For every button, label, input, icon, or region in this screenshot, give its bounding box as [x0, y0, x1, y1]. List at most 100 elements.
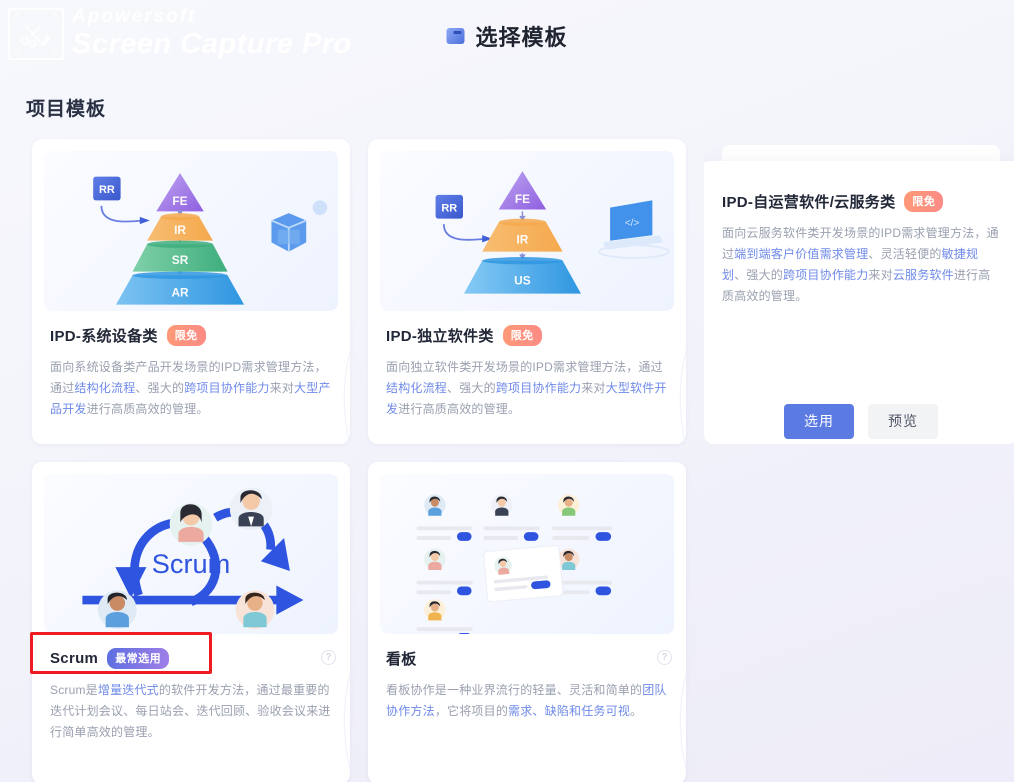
scrum-cycle-illustration: Scrum [82, 487, 304, 630]
desc-fragment: 来对 [269, 381, 295, 395]
avatar [558, 548, 580, 570]
ipd-pyramid-illustration: FE RR IR SR AR [93, 172, 328, 305]
card-badge: 限免 [904, 191, 944, 212]
svg-text:IR: IR [516, 232, 528, 246]
desc-fragment: 大型产品开发 [50, 381, 331, 416]
avatar [424, 599, 446, 621]
template-card-ipd-self-operated-cloud[interactable]: IPD-自运营软件/云服务类 限免 面向云服务软件类开发场景的IPD需求管理方法… [704, 139, 1014, 444]
svg-text:AR: AR [171, 285, 189, 299]
card-badge: 最常选用 [107, 648, 170, 669]
help-icon[interactable]: ? [657, 650, 672, 665]
desc-fragment: 、强大的 [135, 381, 185, 395]
desc-fragment: 跨项目协作能力 [495, 381, 582, 395]
desc-fragment: 云服务软件 [892, 268, 954, 282]
desc-fragment: 、灵活轻便的 [868, 247, 942, 261]
card-header: IPD-自运营软件/云服务类 限免 [722, 191, 1000, 212]
card-thumbnail: Scrum [44, 474, 338, 634]
cube-icon [271, 200, 328, 252]
card-header: IPD-独立软件类 限免 [386, 325, 668, 346]
card-header: 看板 [386, 648, 668, 669]
desc-fragment: 、强大的 [447, 381, 496, 395]
card-description: 看板协作是一种业界流行的轻量、灵活和简单的团队协作方法，它将项目的需求、缺陷和任… [386, 680, 668, 722]
preview-button[interactable]: 预览 [868, 404, 938, 439]
card-title: IPD-系统设备类 [50, 328, 158, 345]
card-badge: 限免 [166, 325, 206, 346]
ipd-pyramid-illustration: FE RR IR US </> [435, 171, 670, 294]
desc-fragment: 面向独立软件类开发场景的IPD需求管理方法，通过 [386, 360, 663, 374]
template-icon [446, 28, 465, 44]
desc-fragment: 团队协作方法 [386, 683, 667, 718]
template-card-kanban[interactable]: ? 看板 看板协作是一种业界流行的轻量、灵活和简单的团队协作方法，它将项目的需求… [368, 462, 686, 782]
card-description: 面向独立软件类开发场景的IPD需求管理方法，通过结构化流程、强大的跨项目协作能力… [386, 357, 668, 420]
desc-fragment: ，它将项目的 [434, 704, 509, 718]
kanban-board-illustration [416, 494, 613, 634]
svg-text:RR: RR [99, 184, 115, 196]
desc-fragment: 看板协作是一种业界流行的轻量、灵活和简单的 [386, 683, 643, 697]
desc-fragment: 来对 [868, 268, 893, 282]
template-card-grid: FE RR IR SR AR [32, 139, 1014, 782]
svg-text:US: US [514, 273, 531, 287]
desc-fragment: 进行高质高效的管理。 [722, 268, 991, 303]
card-actions: 选用 预览 [704, 404, 1014, 439]
avatar [491, 494, 513, 516]
svg-text:Scrum: Scrum [152, 548, 230, 579]
card-description: Scrum是增量迭代式的软件开发方法，通过最重要的迭代计划会议、每日站会、迭代回… [50, 680, 332, 743]
svg-text:FE: FE [172, 194, 187, 208]
avatar [424, 494, 446, 516]
watermark-line1: Apowersoft [72, 6, 197, 27]
section-title: 项目模板 [26, 99, 107, 120]
card-description: 面向云服务软件类开发场景的IPD需求管理方法，通过端到端客户价值需求管理、灵活轻… [722, 223, 1000, 307]
desc-fragment: 进行高质高效的管理。 [86, 402, 209, 416]
desc-fragment: 结构化流程 [386, 381, 448, 395]
page-title-label: 选择模板 [475, 25, 568, 50]
card-thumbnail [380, 474, 674, 634]
laptop-icon: </> [598, 200, 670, 259]
svg-text:IR: IR [174, 223, 186, 237]
apowersoft-wordmark: Apowersoft Screen Capture Pro [72, 6, 352, 60]
avatar [424, 548, 446, 570]
avatar [558, 494, 580, 516]
card-title: IPD-独立软件类 [386, 328, 494, 345]
desc-fragment: 的软件开发方法，通过最重要的迭代计划会议、每日站会、迭代回顾、验收会议来进行简单… [50, 683, 331, 739]
template-card-ipd-system-device[interactable]: FE RR IR SR AR [32, 139, 350, 444]
desc-fragment: 面向云服务软件类开发场景的IPD需求管理方法，通过 [722, 226, 999, 261]
desc-fragment: 来对 [581, 381, 606, 395]
desc-fragment: 。 [630, 704, 643, 718]
help-icon[interactable]: ? [321, 650, 336, 665]
desc-fragment: 结构化流程 [74, 381, 136, 395]
desc-fragment: 面向系统设备类产品开发场景的IPD需求管理方法，通过 [50, 360, 327, 395]
desc-fragment: 跨项目协作能力 [184, 381, 270, 395]
annotation-rectangle [30, 632, 212, 674]
card-description: 面向系统设备类产品开发场景的IPD需求管理方法，通过结构化流程、强大的跨项目协作… [50, 357, 332, 420]
apowersoft-logo-icon [8, 8, 64, 60]
desc-fragment: 端到端客户价值需求管理 [734, 247, 869, 261]
svg-text:FE: FE [515, 192, 530, 206]
card-thumbnail: FE RR IR US </> [380, 151, 674, 311]
card-title: IPD-自运营软件/云服务类 [722, 194, 896, 211]
svg-text:SR: SR [172, 253, 189, 267]
desc-fragment: 跨项目协作能力 [783, 268, 869, 282]
page-title: 选择模板 [446, 20, 567, 52]
svg-text:</>: </> [625, 218, 640, 229]
card-title: Scrum [50, 650, 99, 667]
card-thumbnail: FE RR IR SR AR [44, 151, 338, 311]
card-header: Scrum 最常选用 [50, 648, 332, 669]
desc-fragment: Scrum是 [50, 683, 98, 697]
template-card-ipd-standalone-software[interactable]: FE RR IR US </> [368, 139, 686, 444]
card-badge: 限免 [502, 325, 542, 346]
card-hover-panel[interactable]: IPD-自运营软件/云服务类 限免 面向云服务软件类开发场景的IPD需求管理方法… [704, 161, 1014, 444]
watermark-line2: Screen Capture Pro [72, 28, 352, 60]
select-button[interactable]: 选用 [784, 404, 854, 439]
card-header: IPD-系统设备类 限免 [50, 325, 332, 346]
card-title: 看板 [386, 651, 417, 668]
app-header: Apowersoft Screen Capture Pro 选择模板 [0, 0, 1014, 72]
svg-text:RR: RR [441, 202, 457, 214]
desc-fragment: 进行高质高效的管理。 [398, 402, 521, 416]
desc-fragment: 增量迭代式 [97, 683, 159, 697]
template-card-scrum[interactable]: Scrum [32, 462, 350, 782]
avatar [494, 556, 512, 575]
desc-fragment: 、强大的 [734, 268, 784, 282]
desc-fragment: 敏捷规划 [722, 247, 979, 282]
desc-fragment: 大型软件开发 [386, 381, 667, 416]
desc-fragment: 需求、缺陷和任务可视 [508, 704, 631, 718]
